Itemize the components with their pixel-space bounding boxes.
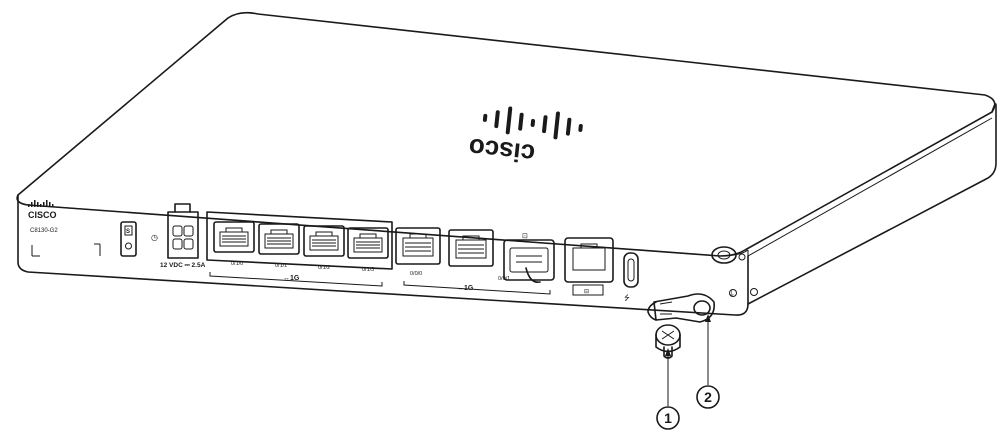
lan-port-block: 0/1/0 0/1/1 0/1/2 0/1/3 ↔1G: [206, 211, 393, 287]
lan-port: [258, 223, 300, 255]
wan-port: [395, 227, 441, 265]
port-label: 0/1/2: [318, 265, 330, 271]
side-hardware: ⏚: [711, 246, 758, 298]
lan-port: [303, 225, 345, 257]
wan-port: [448, 229, 494, 267]
chassis-top-surface: [16, 11, 996, 257]
callout-2: 2: [696, 314, 720, 409]
power-rating-label: 12 VDC ⎓ 2.5A: [160, 262, 206, 269]
svg-text:⊡: ⊡: [522, 233, 528, 240]
front-logo-bars: [28, 200, 54, 207]
svg-text:⊟: ⊟: [584, 289, 589, 295]
reset-button-panel: S ◷: [120, 221, 158, 257]
sfp-port: ⊡: [503, 233, 555, 284]
port-label: 0/1/0: [231, 261, 243, 267]
top-cisco-logo: cisco: [467, 106, 583, 169]
callout-number: 2: [704, 389, 712, 405]
callout-1: 1: [656, 348, 680, 430]
power-connector: 12 VDC ⎓ 2.5A: [160, 203, 206, 269]
port-label: 0/1/3: [362, 267, 374, 273]
ground-lug: [647, 293, 716, 323]
wan-group-label: ↔1G: [457, 285, 474, 292]
front-brand-text: CISCO: [28, 210, 57, 220]
top-logo-text: cisco: [467, 132, 536, 169]
lan-group-label: ↔1G: [283, 275, 300, 282]
chassis: [16, 11, 997, 316]
console-port: ⊟: [564, 237, 614, 296]
port-label: 0/1/1: [275, 263, 287, 269]
usb-c-port: ⭍: [623, 252, 639, 302]
lan-port: [347, 227, 389, 259]
callout-number: 1: [664, 410, 672, 426]
clock-icon: ◷: [151, 233, 158, 242]
svg-text:S: S: [126, 229, 130, 235]
chassis-side-face: [747, 103, 997, 305]
front-brand-block: CISCO C8130-G2: [28, 200, 101, 257]
lan-port: [213, 221, 255, 253]
chassis-front-face: [17, 194, 749, 316]
logo-bars: [482, 106, 583, 140]
usb-icon: ⭍: [624, 294, 630, 302]
port-label: 0/0/0: [410, 271, 422, 277]
model-label: C8130-G2: [30, 228, 58, 234]
ground-symbol-icon: ⏚: [728, 290, 735, 298]
